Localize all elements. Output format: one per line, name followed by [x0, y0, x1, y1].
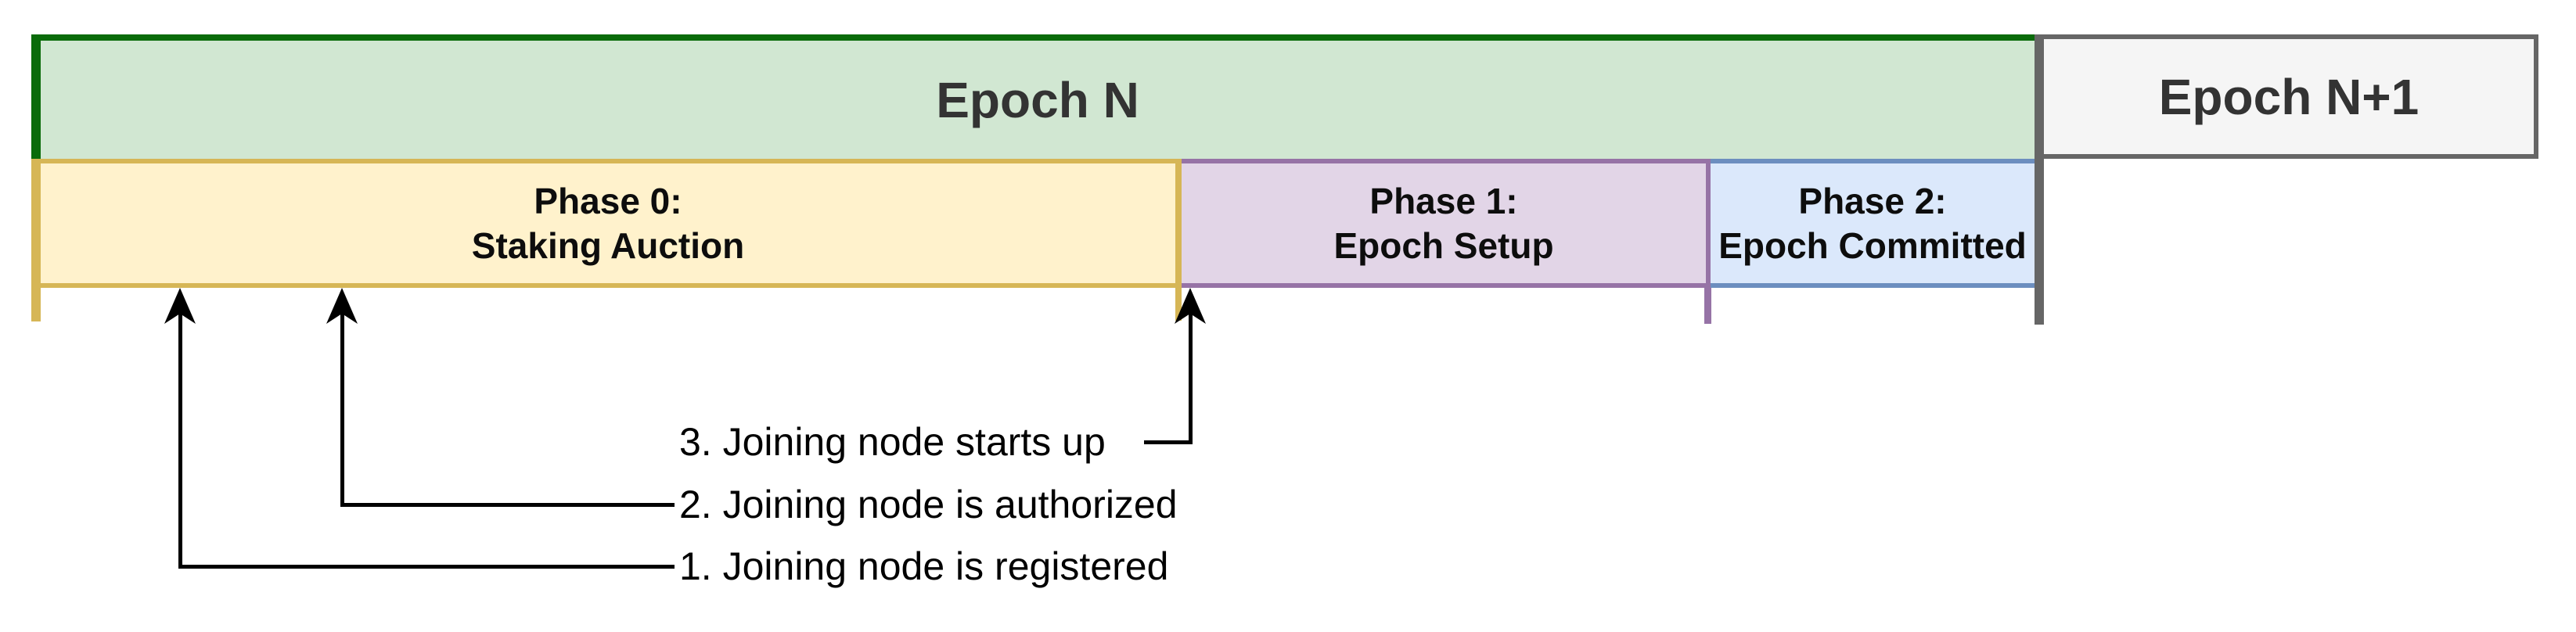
phase-2-epoch-committed-box: Phase 2: Epoch Committed [1711, 159, 2035, 288]
epoch-n-plus-1-label: Epoch N+1 [2158, 68, 2419, 125]
phase-1-label: Phase 1: Epoch Setup [1333, 179, 1553, 268]
arrowhead-up-icon [1175, 288, 1206, 324]
arrow-3-vertical-line [1189, 311, 1193, 444]
epoch-n-box: Epoch N [31, 34, 2035, 159]
phase-1-epoch-setup-box: Phase 1: Epoch Setup [1182, 159, 1711, 288]
left-edge-gold-bar [31, 159, 41, 321]
phase-2-label: Phase 2: Epoch Committed [1718, 179, 2027, 268]
arrow-2-vertical-line [340, 311, 344, 506]
phase-0-staking-auction-box: Phase 0: Staking Auction [41, 159, 1182, 288]
annotation-joining-node-authorized: 2. Joining node is authorized [679, 483, 1178, 526]
arrow-2-horizontal-line [340, 503, 675, 507]
phase0-phase1-boundary-tick [1175, 288, 1182, 321]
epoch-n-plus-1-box: Epoch N+1 [2044, 34, 2538, 159]
arrowhead-up-icon [326, 288, 358, 324]
epoch-n-label: Epoch N [936, 71, 1139, 128]
phase1-phase2-boundary-tick [1704, 288, 1711, 324]
epoch-boundary-gray-bar [2035, 34, 2044, 325]
phase-2-label-line2: Epoch Committed [1718, 224, 2027, 266]
annotation-joining-node-registered: 1. Joining node is registered [679, 544, 1169, 588]
annotation-joining-node-starts-up: 3. Joining node starts up [679, 420, 1106, 464]
phase-0-label: Phase 0: Staking Auction [472, 179, 744, 268]
arrow-3-horizontal-line [1144, 440, 1193, 444]
phase-1-label-line2: Epoch Setup [1333, 224, 1554, 266]
arrowhead-up-icon [164, 288, 196, 324]
arrow-1-horizontal-line [178, 565, 675, 569]
phase-0-label-line1: Phase 0: [534, 180, 682, 221]
phase-1-label-line1: Phase 1: [1369, 180, 1518, 221]
phase-2-label-line1: Phase 2: [1798, 180, 1947, 221]
phase-0-label-line2: Staking Auction [471, 224, 745, 266]
arrow-1-vertical-line [178, 311, 182, 569]
